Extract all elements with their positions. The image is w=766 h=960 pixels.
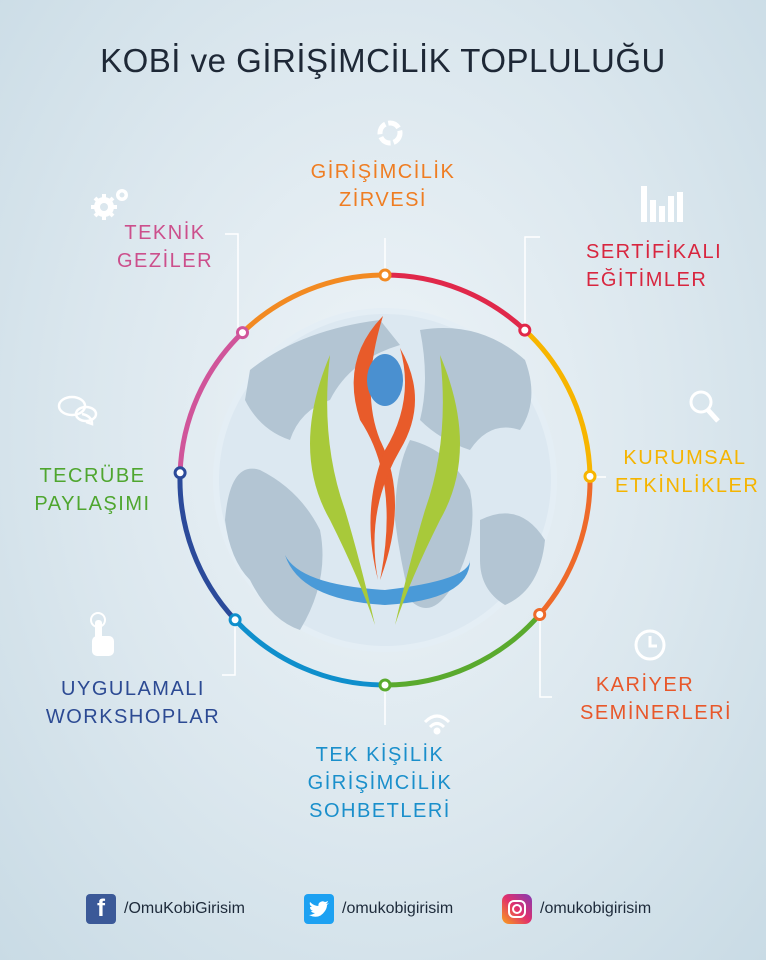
ring <box>177 272 593 688</box>
label-line: PAYLAŞIMI <box>34 493 151 515</box>
twitter-handle[interactable]: /omukobigirisim <box>342 900 454 917</box>
donut-icon <box>377 120 403 146</box>
label-line: KARİYER <box>595 674 695 696</box>
instagram-handle[interactable]: /omukobigirisim <box>540 900 652 917</box>
label-line: UYGULAMALI <box>61 678 205 700</box>
twitter-icon <box>304 894 334 924</box>
clock-icon <box>634 629 666 661</box>
community-logo <box>285 316 470 625</box>
item-girisimcilik-zirvesi: GİRİŞİMCİLİK ZİRVESİ <box>283 158 483 214</box>
label-line: KURUMSAL <box>623 447 747 469</box>
facebook-handle[interactable]: /OmuKobiGirisim <box>124 900 245 917</box>
social-twitter[interactable]: /omukobigirisim <box>304 893 453 925</box>
bar-chart-icon <box>641 186 683 222</box>
label-line: TEKNİK <box>124 222 206 244</box>
item-kurumsal-etkinlikler: KURUMSAL ETKİNLİKLER <box>615 444 760 500</box>
item-sertifikali-egitimler: SERTİFİKALI EĞİTİMLER <box>586 238 722 294</box>
gears-icon <box>91 189 128 220</box>
label-line: SOHBETLERİ <box>309 800 451 822</box>
social-facebook[interactable]: f /OmuKobiGirisim <box>86 893 245 925</box>
label-line: SEMİNERLERİ <box>580 702 733 724</box>
label-line: EĞİTİMLER <box>586 269 708 291</box>
chat-icon <box>57 395 98 426</box>
label-line: TEK KİŞİLİK <box>315 744 445 766</box>
label-line: WORKSHOPLAR <box>45 706 221 728</box>
label-line: TECRÜBE <box>39 465 146 487</box>
item-tek-kisilik-sohbetleri: TEK KİŞİLİK GİRİŞİMCİLİK SOHBETLERİ <box>280 741 480 825</box>
label-line: ZİRVESİ <box>339 189 427 211</box>
item-uygulamali-workshoplar: UYGULAMALI WORKSHOPLAR <box>38 675 228 731</box>
search-icon <box>689 390 720 423</box>
ring-nodes <box>173 268 597 692</box>
item-tecrube-paylasimi: TECRÜBE PAYLAŞIMI <box>25 462 160 518</box>
item-teknik-geziler: TEKNİK GEZİLER <box>110 219 220 275</box>
wifi-icon <box>423 714 451 735</box>
label-line: GİRİŞİMCİLİK <box>307 772 453 794</box>
label-line: GEZİLER <box>116 250 214 272</box>
label-line: SERTİFİKALI <box>586 241 723 263</box>
item-kariyer-seminerleri: KARİYER SEMİNERLERİ <box>580 671 733 727</box>
social-instagram[interactable]: /omukobigirisim <box>502 893 651 925</box>
label-line: GİRİŞİMCİLİK <box>310 161 456 183</box>
hand-pointer-icon <box>90 612 114 656</box>
label-line: ETKİNLİKLER <box>615 475 760 497</box>
instagram-icon <box>502 894 532 924</box>
facebook-icon: f <box>86 894 116 924</box>
page-title: KOBİ ve GİRİŞİMCİLİK TOPLULUĞU <box>100 42 666 79</box>
